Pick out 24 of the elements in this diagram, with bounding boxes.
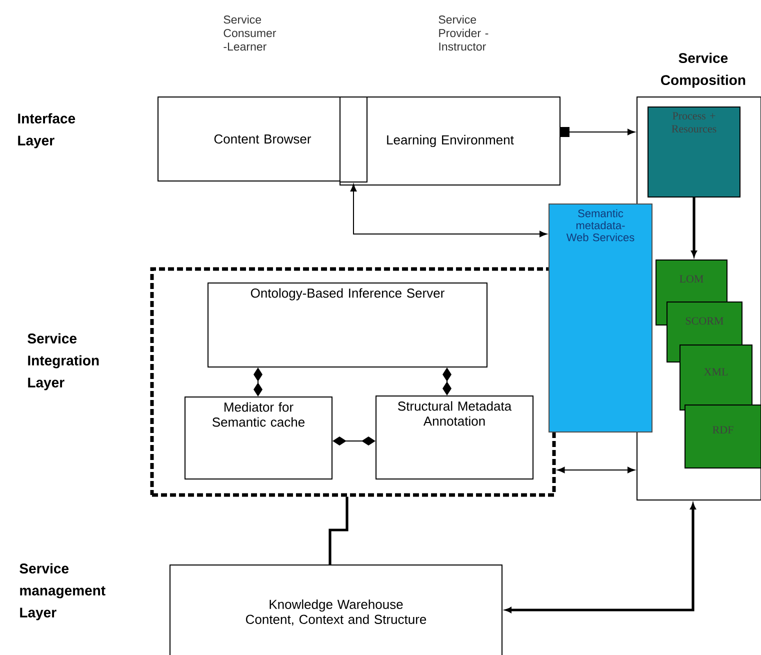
connector-box — [340, 96, 368, 182]
arrow — [505, 503, 696, 613]
layer-label: Service management Layer — [20, 563, 106, 620]
arrow — [350, 184, 547, 238]
standard-box: XML — [680, 344, 752, 410]
standard-box: RDF — [684, 404, 761, 468]
heading: Service Composition — [661, 52, 746, 88]
process-box: Knowledge Warehouse Content, Context and Structure — [170, 564, 502, 655]
role-label: Service Provider - Instructor — [438, 15, 488, 51]
layer-label: Interface Layer — [18, 113, 76, 148]
arrow — [254, 368, 262, 396]
arrow — [332, 436, 376, 446]
resource-box: Process + Resources — [648, 106, 740, 198]
process-box: Learning Environment — [340, 96, 560, 186]
arrow — [442, 368, 452, 396]
process-box: Mediator for Semantic cache — [184, 396, 332, 480]
layer-label: Service Integration Layer — [28, 333, 99, 390]
arrow — [691, 198, 697, 257]
service-box: Semantic metadata- Web Services — [548, 204, 652, 432]
role-label: Service Consumer -Learner — [224, 15, 276, 51]
arrow — [560, 127, 635, 137]
process-box: Structural Metadata Annotation — [376, 396, 534, 480]
process-box: Ontology-Based Inference Server — [208, 282, 488, 368]
arrow — [557, 466, 635, 474]
